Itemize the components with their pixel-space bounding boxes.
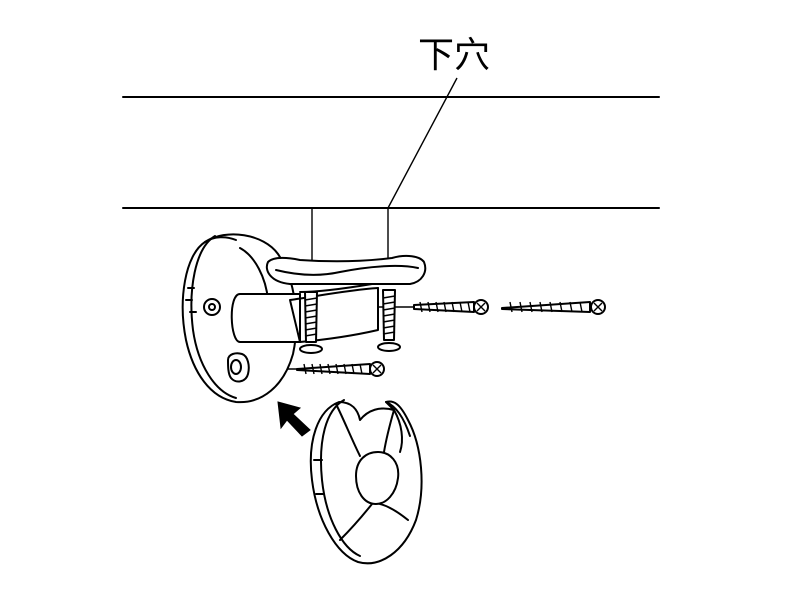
pilot-hole-label: 下穴 xyxy=(418,35,491,76)
wood-screw xyxy=(501,299,606,315)
wood-screw xyxy=(413,299,489,315)
mounting-surface xyxy=(122,96,660,209)
direction-arrow-icon xyxy=(277,401,311,437)
callout-leader xyxy=(387,77,458,209)
pilot-hole-guides xyxy=(311,77,458,262)
cover-cap xyxy=(309,399,423,565)
wood-screw xyxy=(377,289,401,352)
wood-screw xyxy=(299,291,323,354)
wood-screw xyxy=(296,361,385,377)
